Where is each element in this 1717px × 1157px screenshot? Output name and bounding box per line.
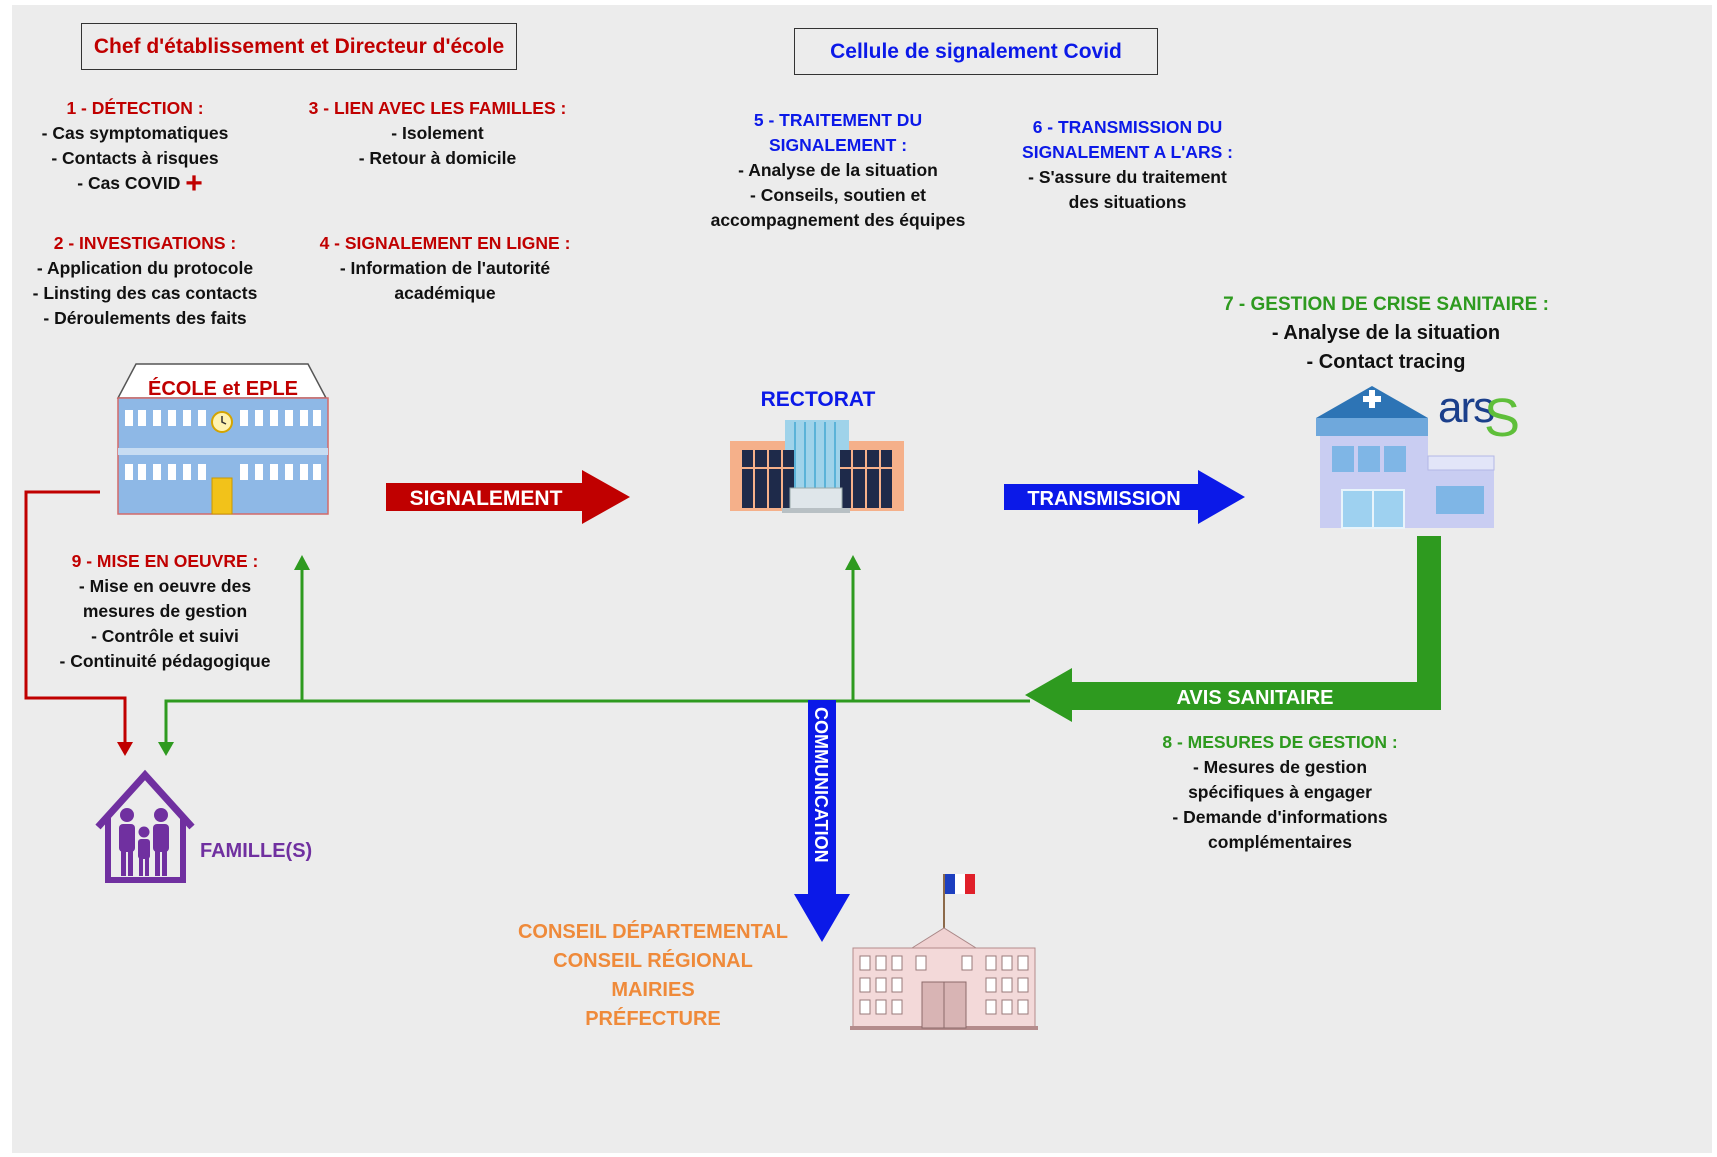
collectivite-item: CONSEIL DÉPARTEMENTAL xyxy=(517,921,788,943)
step-item: - Analyse de la situation xyxy=(738,160,938,180)
step-title: 7 - GESTION DE CRISE SANITAIRE : xyxy=(1223,294,1549,315)
step-title: 4 - SIGNALEMENT EN LIGNE : xyxy=(319,233,571,253)
step-item: spécifiques à engager xyxy=(1188,782,1372,802)
step-title: 9 - MISE EN OEUVRE : xyxy=(71,551,259,571)
step-6-transmission-ars: 6 - TRANSMISSION DU SIGNALEMENT A L'ARS … xyxy=(1005,115,1250,215)
communication-arrow: COMMUNICATION xyxy=(794,700,850,942)
family-house-icon xyxy=(95,769,195,883)
step-item: mesures de gestion xyxy=(82,601,248,621)
step-item: - Mesures de gestion xyxy=(1192,757,1368,777)
step-title: 6 - TRANSMISSION DU xyxy=(1032,117,1223,137)
step-item: - Conseils, soutien et xyxy=(750,185,926,205)
ars-logo-text: ars xyxy=(1438,383,1494,432)
step-item: complémentaires xyxy=(1208,832,1352,852)
step-7-gestion-crise: 7 - GESTION DE CRISE SANITAIRE : - Analy… xyxy=(1215,290,1557,377)
prefecture-building-icon xyxy=(850,874,1038,1030)
step-item: - Continuité pédagogique xyxy=(59,651,271,671)
step-item: - Mise en oeuvre des xyxy=(78,576,252,596)
step-1-detection: 1 - DÉTECTION : - Cas symptomatiques - C… xyxy=(20,96,250,200)
step-5-traitement: 5 - TRAITEMENT DU SIGNALEMENT : - Analys… xyxy=(690,108,986,233)
signalement-arrow: SIGNALEMENT xyxy=(386,470,630,524)
signalement-label: SIGNALEMENT xyxy=(410,487,563,510)
step-item: - Cas symptomatiques xyxy=(41,123,229,143)
familles-label: FAMILLE(S) xyxy=(200,840,313,862)
collectivite-item: CONSEIL RÉGIONAL xyxy=(553,950,753,972)
step-title: SIGNALEMENT A L'ARS : xyxy=(1022,142,1233,162)
step-title: 5 - TRAITEMENT DU xyxy=(753,110,923,130)
step-2-investigations: 2 - INVESTIGATIONS : - Application du pr… xyxy=(20,231,270,331)
step-title: 1 - DÉTECTION : xyxy=(66,98,204,118)
step-8-mesures-gestion: 8 - MESURES DE GESTION : - Mesures de ge… xyxy=(1140,730,1420,855)
step-title: 2 - INVESTIGATIONS : xyxy=(53,233,237,253)
step-4-signalement-en-ligne: 4 - SIGNALEMENT EN LIGNE : - Information… xyxy=(305,231,585,306)
red-connector-school-family xyxy=(24,490,127,746)
step-item: accompagnement des équipes xyxy=(710,210,966,230)
step-title: 3 - LIEN AVEC LES FAMILLES : xyxy=(308,98,567,118)
avis-sanitaire-arrow: AVIS SANITAIRE xyxy=(1025,536,1441,722)
ars-hospital-icon xyxy=(1316,386,1495,529)
step-item: - Linsting des cas contacts xyxy=(32,283,258,303)
step-item: - S'assure du traitement xyxy=(1028,167,1227,187)
step-item: - Contacts à risques xyxy=(51,148,219,168)
step-9-mise-en-oeuvre: 9 - MISE EN OEUVRE : - Mise en oeuvre de… xyxy=(40,549,290,674)
rectorat-building-icon xyxy=(730,420,904,513)
step-title: 8 - MESURES DE GESTION : xyxy=(1162,732,1398,752)
green-connector-main xyxy=(164,699,1030,746)
communication-label: COMMUNICATION xyxy=(811,707,831,863)
header-school-direction: Chef d'établissement et Directeur d'écol… xyxy=(81,23,517,70)
collectivite-item: PRÉFECTURE xyxy=(585,1008,721,1030)
rectorat-label: RECTORAT xyxy=(761,388,876,411)
red-cross-icon: + xyxy=(185,167,203,200)
collectivites-list: CONSEIL DÉPARTEMENTAL CONSEIL RÉGIONAL M… xyxy=(515,918,791,1034)
step-item: des situations xyxy=(1068,192,1187,212)
avis-sanitaire-label: AVIS SANITAIRE xyxy=(1176,687,1333,709)
step-item: - Cas COVID + xyxy=(77,167,203,200)
transmission-label: TRANSMISSION xyxy=(1027,488,1180,510)
header-covid-cell: Cellule de signalement Covid xyxy=(794,28,1158,75)
step-title: SIGNALEMENT : xyxy=(768,135,908,155)
step-item: - Contrôle et suivi xyxy=(91,626,239,646)
step-item: - Isolement xyxy=(391,123,484,143)
step-item: - Application du protocole xyxy=(36,258,254,278)
ecole-label: ÉCOLE et EPLE xyxy=(148,377,298,400)
step-item: - Demande d'informations xyxy=(1172,807,1388,827)
step-item: académique xyxy=(394,283,496,303)
step-item: - Analyse de la situation xyxy=(1271,322,1501,344)
step-item: - Information de l'autorité xyxy=(339,258,551,278)
step-item: - Retour à domicile xyxy=(358,148,517,168)
school-building-icon xyxy=(116,363,329,515)
svg-text:S: S xyxy=(1484,388,1520,448)
step-item: - Déroulements des faits xyxy=(43,308,247,328)
step-item: - Contact tracing xyxy=(1306,351,1466,373)
collectivite-item: MAIRIES xyxy=(611,979,695,1001)
transmission-arrow: TRANSMISSION xyxy=(1004,470,1245,524)
step-3-lien-familles: 3 - LIEN AVEC LES FAMILLES : - Isolement… xyxy=(305,96,570,171)
ars-logo: ars S xyxy=(1438,383,1520,448)
